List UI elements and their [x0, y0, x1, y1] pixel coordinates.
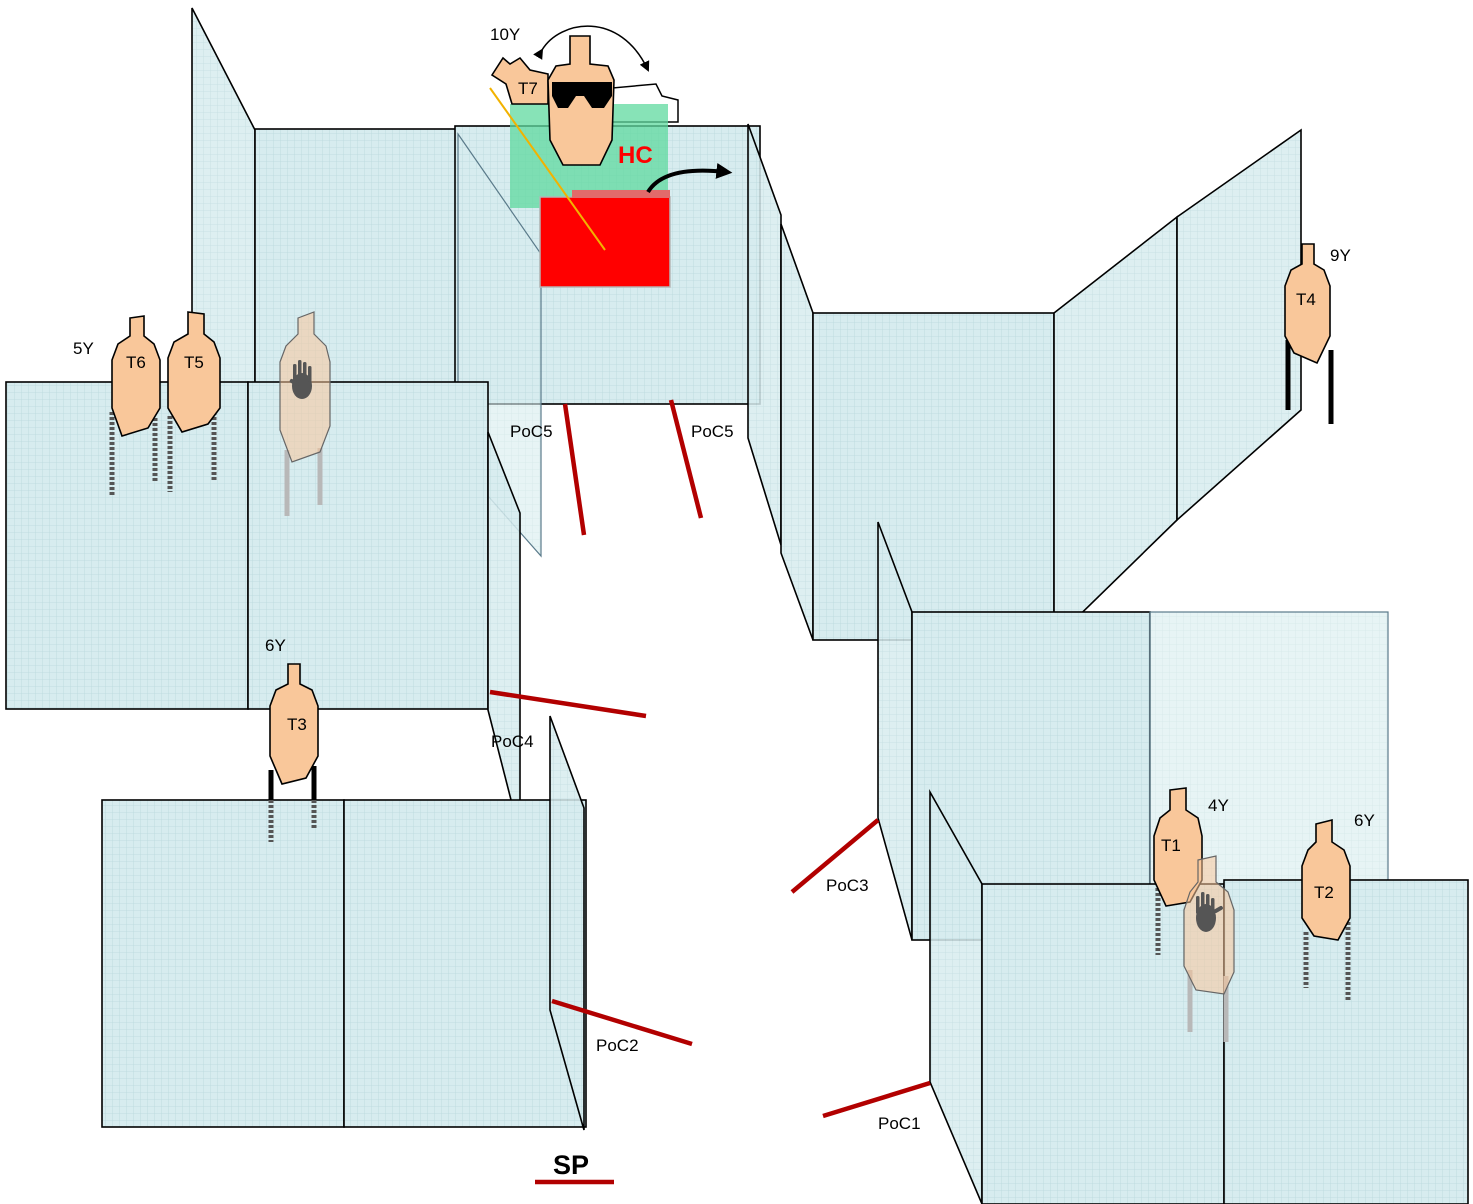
poc5-right-label: PoC5: [691, 422, 734, 441]
walls: [5, 7, 1469, 1204]
target-t4-distance: 9Y: [1330, 246, 1351, 265]
hostage-scene: T7 10Y HC: [489, 25, 733, 288]
sp-label: SP: [553, 1150, 589, 1180]
wall-panel: [101, 799, 345, 1128]
line-of-fire: [489, 87, 606, 251]
hand-target-lower: [1183, 855, 1235, 1042]
target-silhouette: [1284, 243, 1331, 365]
target-t4-label: T4: [1296, 290, 1316, 309]
target-t5-distance: 5Y: [73, 339, 94, 358]
target-t6-label: T6: [126, 353, 146, 372]
wall-panel: [5, 381, 249, 710]
target-t6: T6: [109, 315, 161, 496]
target-t2-label: T2: [1314, 883, 1334, 902]
wall-panel: [929, 788, 983, 1204]
hc-label: HC: [618, 142, 653, 169]
curved-arrow-icon: [533, 25, 650, 72]
target-t3-label: T3: [287, 715, 307, 734]
target-t4: T4 9Y: [1284, 243, 1351, 424]
wall-panel: [1053, 215, 1178, 642]
target-t3-distance: 6Y: [265, 636, 286, 655]
wall-panel: [549, 715, 585, 1131]
wall-panel: [1176, 128, 1302, 522]
wall-panel: [812, 312, 1055, 641]
target-silhouette: [1301, 818, 1351, 941]
target-t2: T2 6Y: [1301, 811, 1375, 1000]
target-t5-label: T5: [184, 353, 204, 372]
target-t7-distance: 10Y: [490, 25, 520, 44]
target-silhouette: [490, 56, 549, 105]
target-t3: T3 6Y: [265, 636, 319, 842]
hostage-taker-box: [539, 196, 671, 288]
poc1-label: PoC1: [878, 1114, 921, 1133]
poc5-left-line: [562, 403, 587, 536]
poc2-line: [551, 998, 693, 1047]
target-t1-distance: 4Y: [1208, 796, 1229, 815]
poc4-line: [489, 689, 647, 719]
wall-panel: [343, 799, 587, 1128]
poc5-right-line: [668, 399, 704, 519]
poc3-label: PoC3: [826, 876, 869, 895]
poc5-left-label: PoC5: [510, 422, 553, 441]
hand-icon: [1196, 892, 1223, 932]
target-t1-label: T1: [1161, 836, 1181, 855]
wall-panel: [780, 223, 814, 641]
sunglasses: [552, 82, 612, 108]
poc3-line: [790, 818, 880, 894]
poc2-label: PoC2: [596, 1036, 639, 1055]
wall-panel: [747, 123, 782, 546]
hand-target: [279, 311, 331, 516]
poc-lines: [489, 399, 931, 1185]
target-silhouette: [269, 663, 319, 785]
poc4-label: PoC4: [491, 732, 534, 751]
target-silhouette: [111, 315, 161, 437]
poc1-line: [822, 1080, 931, 1119]
target-silhouette: [167, 311, 221, 433]
curved-arrow-icon: [646, 162, 733, 194]
target-t2-distance: 6Y: [1354, 811, 1375, 830]
hostage-taker-box-top: [572, 190, 670, 198]
hand-icon: [289, 360, 312, 399]
target-t7-label: T7: [518, 79, 538, 98]
target-t5: T5 5Y: [73, 311, 221, 492]
